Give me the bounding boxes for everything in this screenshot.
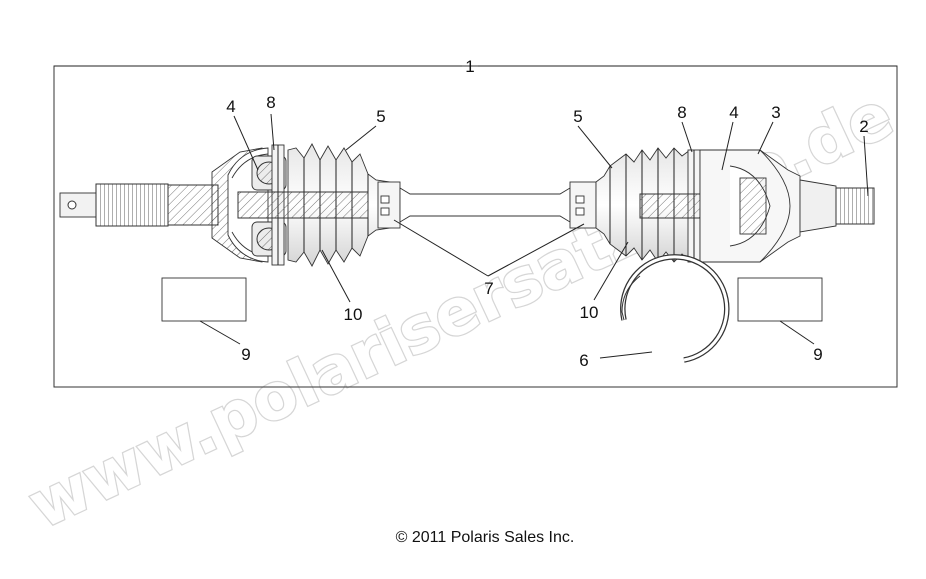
- callout-6: 6: [579, 351, 588, 370]
- left-inner-shaft: [237, 191, 369, 219]
- callout-4-right: 4: [729, 103, 738, 122]
- callout-5-right: 5: [573, 107, 582, 126]
- callout-2: 2: [859, 117, 868, 136]
- callout-7: 7: [484, 279, 493, 298]
- callout-1: 1: [465, 57, 474, 76]
- callout-9-right: 9: [813, 345, 822, 364]
- right-cv-housing: [699, 149, 801, 263]
- callout-5-left: 5: [376, 107, 385, 126]
- label-plate-left: [161, 277, 247, 322]
- callout-9-left: 9: [241, 345, 250, 364]
- label-plate-right: [737, 277, 823, 322]
- right-stub-shaft: [799, 179, 875, 233]
- assembly-frame: [53, 65, 898, 388]
- callout-10-left: 10: [344, 305, 363, 324]
- leader-lines: [54, 65, 897, 359]
- copyright-text: © 2011 Polaris Sales Inc.: [396, 529, 575, 546]
- callout-4-left: 4: [226, 97, 235, 116]
- callout-8-left: 8: [266, 93, 275, 112]
- center-shaft: [377, 181, 597, 229]
- left-stub-shaft: [59, 183, 219, 227]
- callout-10-right: 10: [580, 303, 599, 322]
- callout-8-right: 8: [677, 103, 686, 122]
- callout-numbers: 1 4 8 5 5 8 4 3 2 10 7 10 9 6 9: [226, 57, 868, 370]
- callout-3: 3: [771, 103, 780, 122]
- snap-ring: [620, 254, 730, 363]
